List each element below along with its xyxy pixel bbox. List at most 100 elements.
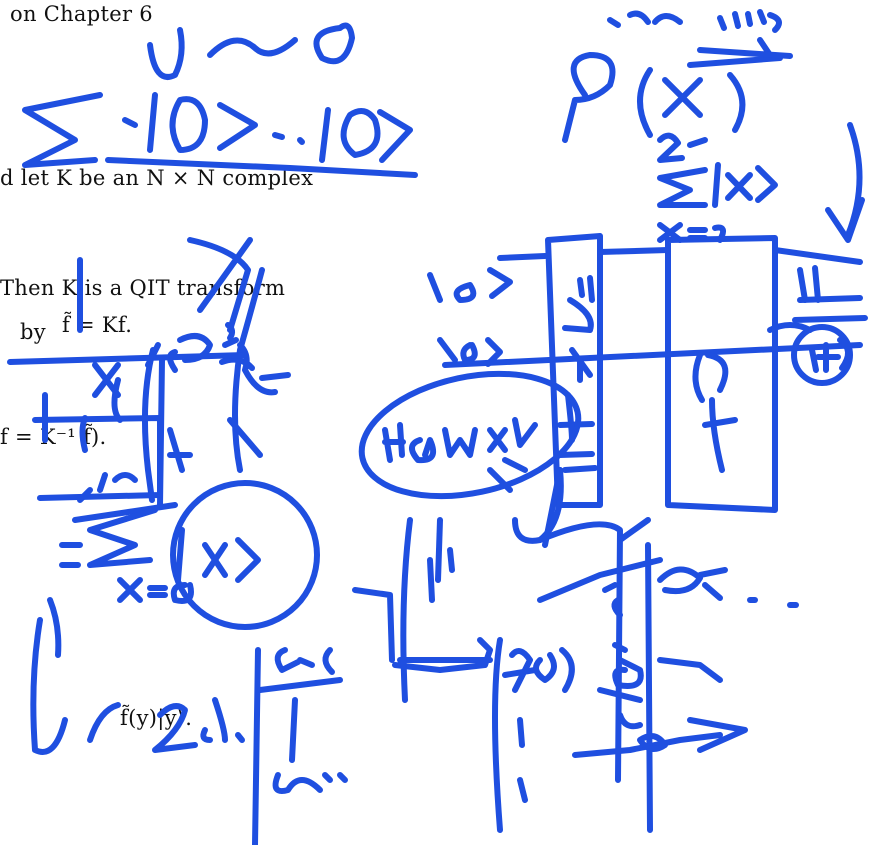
ink-stroke [512,417,538,448]
ink-stroke [755,165,778,203]
ink-stroke [30,617,68,755]
ink-stroke [602,582,623,618]
ink-stroke [537,521,623,783]
ink-stroke [274,647,335,675]
ink-stroke [797,265,821,303]
ink-stroke [167,427,193,473]
ink-stroke [725,172,753,201]
ink-stroke [435,517,443,583]
ink-stroke [712,162,721,208]
ink-stroke [147,92,158,153]
ink-stroke [219,356,255,371]
ink-stroke [377,109,413,163]
ink-stroke [117,577,194,604]
ink-stroke [147,27,185,80]
ink-stroke [577,275,595,303]
ink-stroke [319,107,331,163]
ink-stroke [497,247,863,265]
ink-stroke [59,542,83,568]
ink-stroke [697,567,728,601]
ink-stroke [487,457,528,493]
ink-stroke [297,137,305,145]
ink-stroke [352,587,493,673]
ink-stroke [809,342,841,373]
ink-stroke [289,697,298,763]
ink-stroke [487,427,508,453]
ink-stroke [400,517,413,703]
ink-stroke [442,342,863,368]
ink-stroke [657,167,708,208]
ink-stroke [607,10,683,28]
ink-stroke [217,102,258,151]
ink-stroke [442,427,478,458]
ink-circle [170,480,320,630]
ink-stroke [569,347,593,383]
ink-stroke [792,295,868,323]
ink-stroke [637,733,668,752]
ink-stroke [687,137,708,148]
ink-stroke [235,732,245,743]
ink-stroke [152,703,198,753]
ink-stroke [72,472,178,523]
ink-stroke [687,55,783,68]
ink-stroke [122,117,138,128]
ink-stroke [637,67,653,138]
ink-stroke [612,657,644,689]
ink-stroke [105,157,418,178]
ink-stroke [169,96,208,153]
ink-stroke [87,702,121,743]
ink-stroke [657,566,703,595]
ink-stroke [272,132,285,140]
ink-stroke [207,37,298,58]
ink-stroke [32,415,163,501]
ink-stroke [562,297,594,333]
ink-stroke [717,9,782,33]
ink-stroke [257,677,343,693]
ink-stroke [175,527,261,583]
ink-stroke [665,235,778,513]
ink-stroke [259,372,291,381]
by-label: by [20,320,46,344]
ink-stroke [232,267,265,473]
ink-stroke [427,547,455,603]
ink-stroke [537,557,663,603]
ink-stroke [382,422,406,463]
ink-stroke [657,222,727,243]
ink-stroke [111,377,123,423]
transform-equation: f̃ = Kf. [62,313,133,337]
ink-stroke [825,197,865,243]
ink-stroke [597,687,643,703]
ink-stroke [197,237,253,313]
ink-stroke [692,352,738,473]
ink-stroke [545,233,603,508]
ink-stroke [697,47,793,59]
ink-stroke [727,72,746,133]
inverse-equation: f = K⁻¹ f̃). [0,425,107,449]
ink-stroke [7,352,248,365]
ink-stroke [409,437,436,464]
chapter-heading-fragment: on Chapter 6 [10,2,153,26]
ink-stroke [340,108,381,158]
ink-stroke [767,322,813,333]
ink-stroke [492,637,503,833]
ink-stroke [657,657,723,683]
ink-stroke [502,647,575,693]
ink-stroke [427,267,513,303]
ink-stroke [22,92,103,168]
ink-stroke [141,347,156,503]
ink-stroke [517,717,528,803]
ink-stroke [542,467,563,548]
ink-stroke [612,642,628,653]
ink-stroke [237,342,278,396]
ink-ellipse [358,370,582,500]
ink-stroke [657,132,685,163]
ink-stroke [252,647,261,845]
ink-stroke [617,712,643,730]
definition-line-1: d let K be an N × N complex [0,166,314,190]
ink-stroke [200,697,228,743]
ink-stroke [662,77,703,118]
ink-stroke [227,417,263,458]
ink-stroke [272,772,348,794]
ink-stroke [617,517,653,833]
